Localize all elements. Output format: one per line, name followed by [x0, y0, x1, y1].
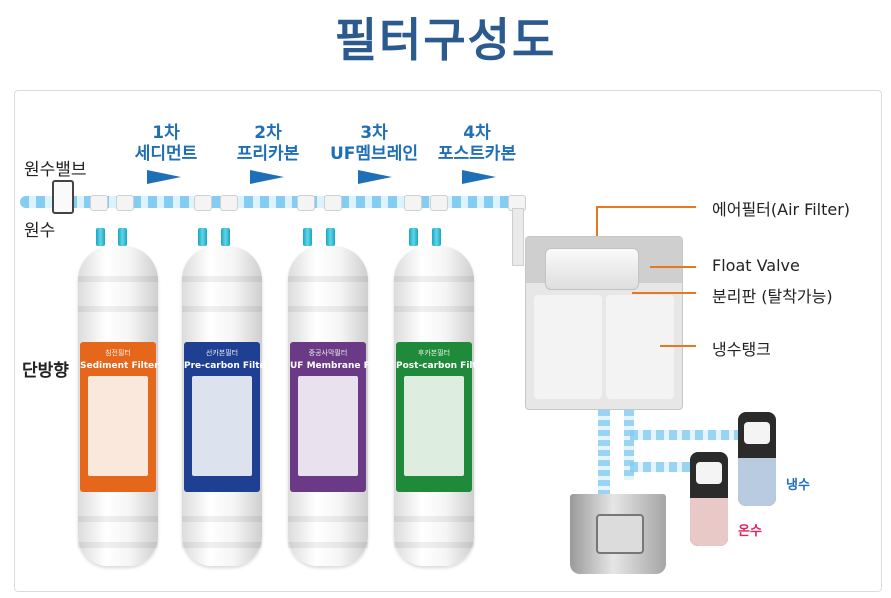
filter-kr-name: 침전필터 [105, 349, 131, 357]
stage-3-number: 3차 [360, 123, 388, 143]
hot-water-tap [690, 452, 728, 546]
flow-arrow-icon [147, 170, 181, 184]
filter-label: 중공사막필터 UF Membrane Filter [290, 342, 391, 492]
air-filter-callout [596, 206, 696, 208]
stage-2-name: 프리카본 [236, 144, 300, 164]
filter-label: 선카본필터 Pre-carbon Filter [184, 342, 271, 492]
flow-arrow-icon [358, 170, 392, 184]
sediment-filter: 침전필터 Sediment Filter [78, 246, 159, 566]
stage-4-number: 4차 [463, 123, 491, 143]
pre-carbon-filter: 선카본필터 Pre-carbon Filter [182, 246, 271, 566]
hot-water-stream [630, 462, 690, 472]
stage-2-header: 2차 프리카본 [230, 123, 306, 165]
filter-kr-name: 후카본필터 [417, 349, 451, 357]
filter-port-icon [96, 228, 105, 246]
hot-water-label: 온수 [738, 524, 762, 539]
diagram-title: 필터구성도 [334, 13, 557, 67]
raw-water-label: 원수 [24, 221, 56, 241]
filter-label: 침전필터 Sediment Filter [80, 342, 159, 492]
pipe-joint-icon [297, 195, 315, 211]
water-stream [624, 410, 634, 480]
water-pipe [20, 196, 518, 208]
filter-en-name: UF Membrane Filter [290, 361, 391, 371]
filter-port-icon [409, 228, 418, 246]
cold-water-tap [738, 412, 776, 506]
pipe-joint-icon [90, 195, 108, 211]
filter-port-icon [118, 228, 127, 246]
filter-port-icon [303, 228, 312, 246]
water-stream [598, 410, 610, 494]
stage-4-name: 포스트카본 [437, 144, 517, 164]
stage-3-name: UF멤브레인 [330, 144, 418, 164]
cold-water-label: 냉수 [786, 478, 810, 493]
stage-3-header: 3차 UF멤브레인 [326, 123, 422, 165]
filter-en-name: Sediment Filter [80, 361, 159, 371]
filter-port-icon [221, 228, 230, 246]
cold-water-stream [630, 430, 738, 440]
one-way-label: 단방향 [22, 361, 69, 381]
filter-label: 후카본필터 Post-carbon Filter [396, 342, 488, 492]
stage-4-header: 4차 포스트카본 [432, 123, 522, 165]
pipe-joint-icon [430, 195, 448, 211]
pipe-joint-icon [404, 195, 422, 211]
stage-2-number: 2차 [254, 123, 282, 143]
filter-kr-name: 중공사막필터 [308, 349, 348, 357]
divider-callout [632, 292, 696, 294]
air-filter-label: 에어필터(Air Filter) [712, 200, 851, 219]
cold-tank-callout [660, 345, 696, 347]
divider-label: 분리판 (탈착가능) [712, 287, 833, 306]
float-valve-icon [545, 248, 639, 290]
float-valve-callout [650, 266, 696, 268]
stage-1-number: 1차 [152, 123, 180, 143]
air-filter-callout [596, 206, 598, 236]
inlet-valve-label: 원수밸브 [24, 160, 87, 180]
post-carbon-filter: 후카본필터 Post-carbon Filter [394, 246, 488, 566]
tank-inlet-pipe [512, 208, 524, 266]
pipe-joint-icon [220, 195, 238, 211]
filter-en-name: Post-carbon Filter [396, 361, 488, 371]
stage-1-name: 세디먼트 [134, 144, 198, 164]
inlet-valve-icon [52, 180, 74, 214]
cold-tank-label: 냉수탱크 [712, 340, 771, 359]
filter-port-icon [198, 228, 207, 246]
float-valve-label: Float Valve [712, 256, 800, 275]
filter-en-name: Pre-carbon Filter [184, 361, 271, 371]
pipe-joint-icon [116, 195, 134, 211]
uf-membrane-filter: 중공사막필터 UF Membrane Filter [288, 246, 391, 566]
filter-port-icon [326, 228, 335, 246]
stage-1-header: 1차 세디먼트 [128, 123, 204, 165]
flow-arrow-icon [462, 170, 496, 184]
filter-port-icon [432, 228, 441, 246]
water-cup [570, 494, 666, 574]
filter-kr-name: 선카본필터 [205, 349, 239, 357]
pipe-joint-icon [194, 195, 212, 211]
flow-arrow-icon [250, 170, 284, 184]
pipe-joint-icon [324, 195, 342, 211]
